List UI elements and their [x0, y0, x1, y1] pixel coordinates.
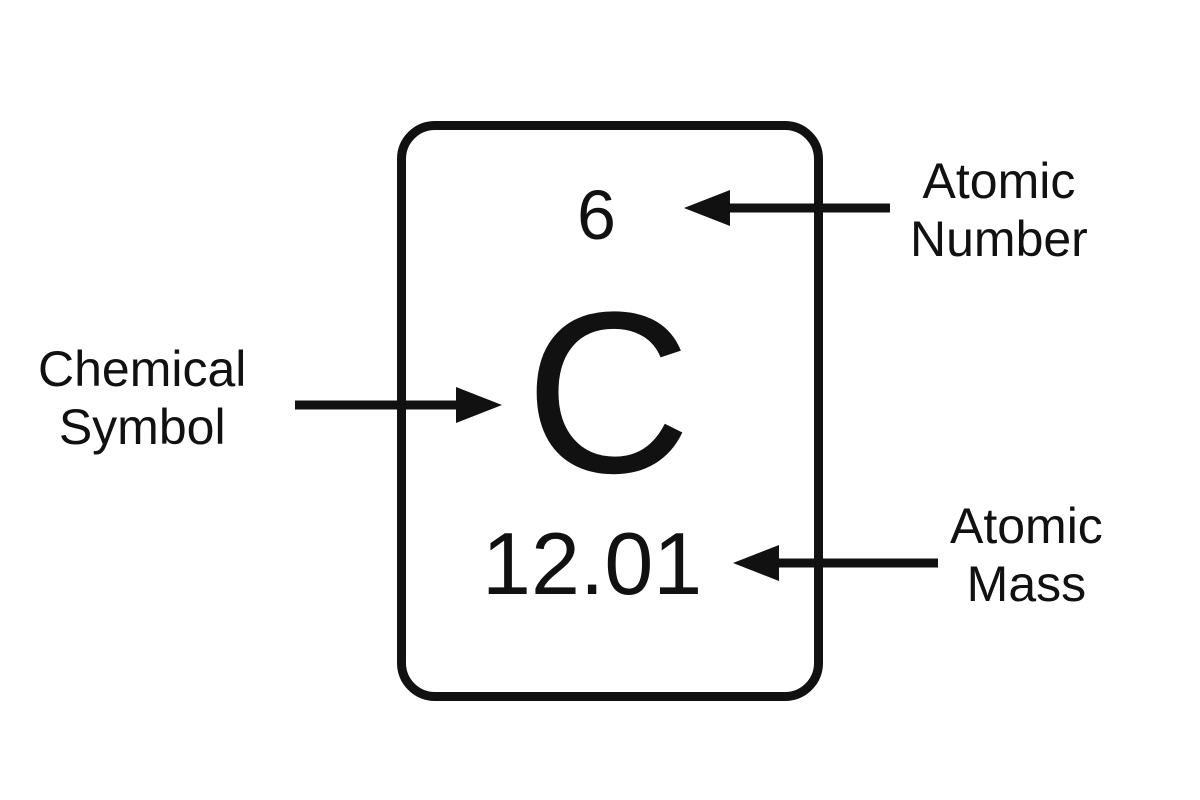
arrow-atomic-mass-icon [733, 545, 938, 581]
label-line: Atomic [922, 153, 1076, 209]
atomic-number-label: Atomic Number [910, 152, 1088, 268]
arrow-atomic-number-icon [684, 190, 890, 226]
label-line: Atomic [950, 498, 1103, 554]
label-line: Mass [966, 556, 1087, 612]
chemical-symbol-label: Chemical Symbol [38, 340, 246, 456]
label-line: Chemical [38, 341, 247, 397]
label-line: Number [910, 211, 1088, 267]
atomic-number-value: 6 [577, 176, 616, 254]
element-tile [397, 121, 823, 701]
atomic-mass-value: 12.01 [482, 514, 703, 613]
arrow-chemical-symbol-icon [295, 387, 502, 423]
chemical-symbol-value: C [525, 264, 692, 521]
label-line: Symbol [58, 399, 226, 455]
atomic-mass-label: Atomic Mass [950, 497, 1103, 613]
